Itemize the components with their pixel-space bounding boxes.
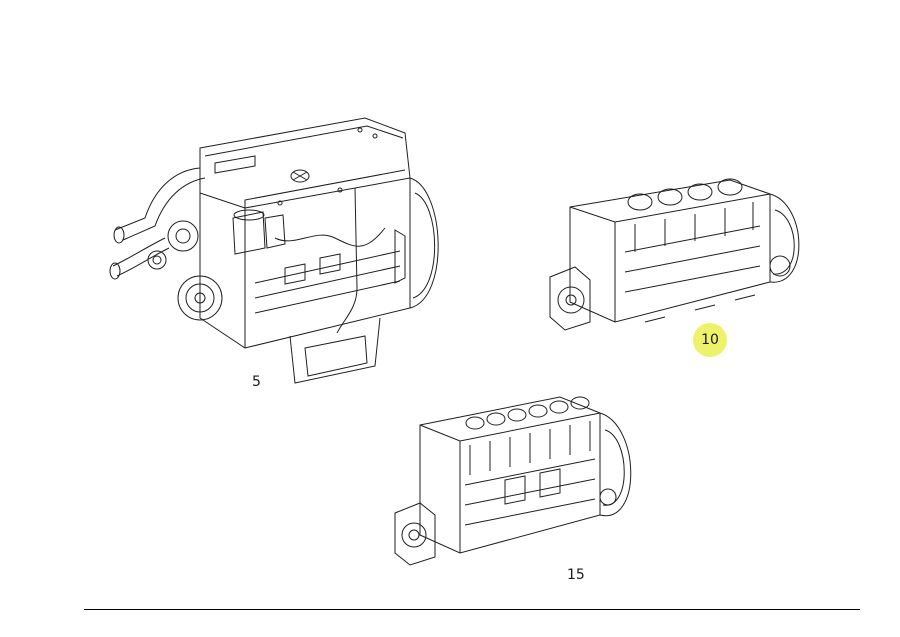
page-divider [84, 609, 860, 610]
callout-15[interactable]: 15 [567, 567, 585, 583]
callout-10-highlighted[interactable]: 10 [693, 323, 727, 357]
engine-assembly-illustration[interactable] [105, 108, 450, 388]
callout-5[interactable]: 5 [252, 374, 261, 390]
short-block-four-cylinder-illustration[interactable] [545, 162, 807, 344]
short-block-six-cylinder-illustration[interactable] [390, 385, 640, 570]
